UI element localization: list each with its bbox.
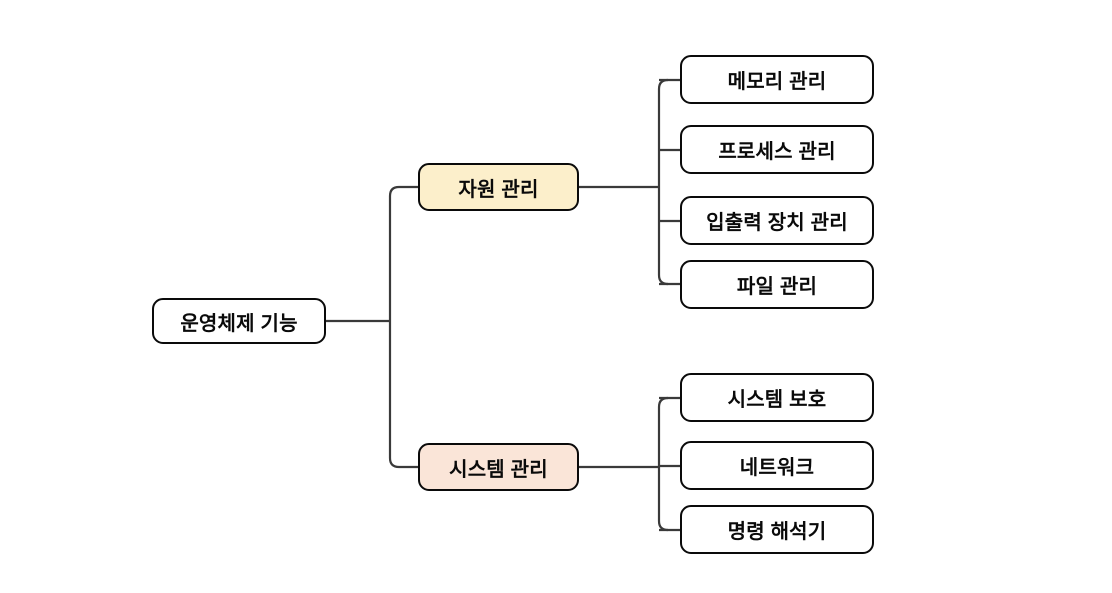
node-leaf-system-protection[interactable]: 시스템 보호 [680,373,874,422]
node-leaf-network[interactable]: 네트워크 [680,441,874,490]
node-leaf-io-device-management[interactable]: 입출력 장치 관리 [680,196,874,245]
connector-fan-spine-resource [657,78,669,286]
node-branch-resource-management[interactable]: 자원 관리 [418,163,579,211]
node-leaf-process-management[interactable]: 프로세스 관리 [680,125,874,174]
connector-trunk-branch-system [388,321,418,469]
node-root[interactable]: 운영체제 기능 [152,298,326,344]
node-leaf-command-interpreter[interactable]: 명령 해석기 [680,505,874,554]
connector-trunk-branch-resource [388,185,418,321]
connector-fan-spine-system [657,396,669,532]
node-leaf-file-management[interactable]: 파일 관리 [680,260,874,309]
node-branch-system-management[interactable]: 시스템 관리 [418,443,579,491]
node-leaf-memory-management[interactable]: 메모리 관리 [680,55,874,104]
